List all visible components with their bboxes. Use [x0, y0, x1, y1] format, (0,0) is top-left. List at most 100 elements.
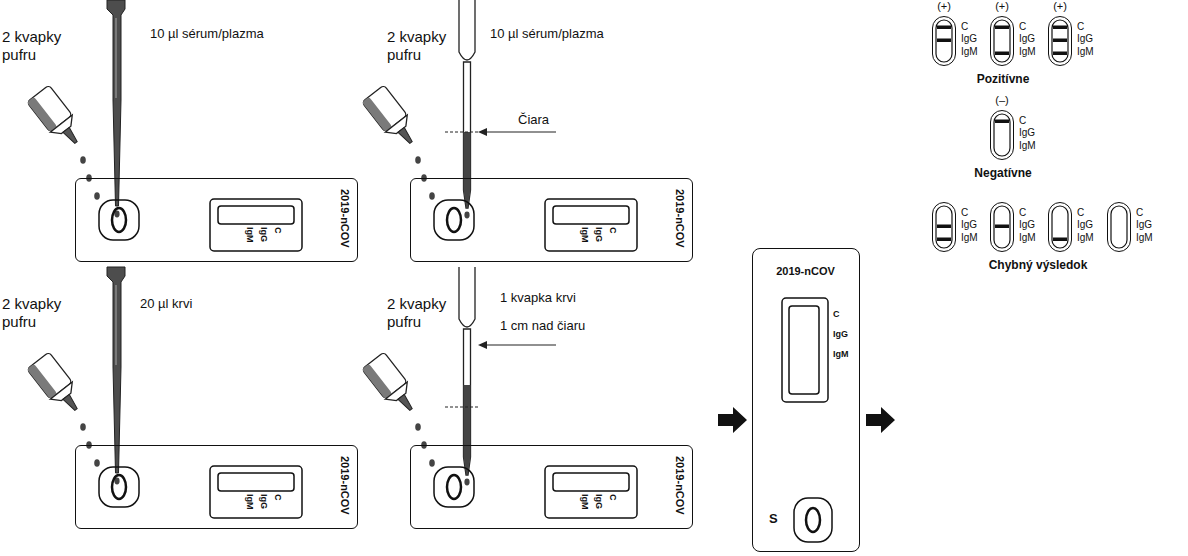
result-sign: (–): [986, 94, 1018, 107]
cassette-window: [545, 199, 637, 251]
result-strip: (+)CIgGIgM: [932, 16, 956, 66]
buffer-bottle: [27, 352, 100, 467]
line-label: C: [1077, 21, 1084, 33]
dropper: [459, 267, 475, 485]
sample-well-label: S: [769, 511, 778, 527]
line-label: IgM: [1077, 46, 1094, 58]
cassette-window: [99, 199, 302, 251]
result-sign: (+): [928, 0, 960, 13]
dropper: [459, 0, 475, 218]
micropipette: [107, 0, 125, 217]
step-note: 2 kvapky pufru: [2, 295, 74, 331]
brand-text: 2019-nCOV: [338, 456, 351, 515]
cassette-window: [99, 200, 139, 240]
line-label: C: [961, 207, 968, 219]
line-label: IgM: [1019, 46, 1036, 58]
result-sign: (+): [986, 0, 1018, 13]
result-heading: Chybný výsledok: [968, 258, 1108, 272]
strip-window: [1052, 20, 1068, 62]
strip-window: [1052, 206, 1068, 248]
line-label: C: [1136, 207, 1143, 219]
test-line: [937, 238, 951, 242]
volume-note: 1 kvapka krvi: [500, 290, 576, 306]
dropper: [484, 131, 556, 132]
strip-window: [1111, 206, 1127, 248]
dropper: [445, 132, 478, 133]
test-line: [995, 52, 1009, 56]
strip-window: [1052, 206, 1068, 248]
strip-window: [936, 20, 952, 62]
line-label: IgM: [961, 232, 978, 244]
volume-note: 10 µl sérum/plazma: [490, 26, 604, 42]
line-label: IgG: [1019, 127, 1035, 139]
test-cassette: 2019-nCOVCIgGIgM: [75, 445, 358, 529]
cassette-window: [545, 466, 637, 518]
cassette-window: [789, 306, 819, 394]
cassette-window: [434, 466, 637, 518]
dropper: [464, 132, 471, 207]
cassette-window: [218, 473, 294, 491]
result-strip: (+)CIgGIgM: [990, 16, 1014, 66]
buffer-bottle: [362, 85, 435, 200]
result-strip: CIgGIgM: [932, 202, 956, 252]
line-label: IgG: [961, 33, 977, 45]
test-line: [937, 26, 951, 30]
line-label: IgM: [1077, 232, 1094, 244]
line-label: IgG: [1077, 33, 1093, 45]
line-label: IgM: [244, 494, 255, 510]
line-label: IgG: [593, 494, 604, 509]
cassette-window: [434, 200, 474, 240]
cassette-window: [99, 467, 139, 507]
line-label: IgM: [833, 349, 849, 360]
test-line: [995, 225, 1009, 229]
strip-window: [936, 206, 952, 248]
test-line: [1053, 52, 1067, 56]
line-label: IgG: [1019, 33, 1035, 45]
flow-arrow: [866, 407, 895, 433]
strip-window: [994, 20, 1010, 62]
cassette-window: [553, 206, 629, 224]
test-line: [995, 120, 1009, 124]
strip-window: [994, 114, 1010, 156]
cassette-window: [806, 508, 820, 532]
test-cassette: 2019-nCOVCIgGIgMS: [752, 248, 860, 552]
cassette-window: [447, 475, 461, 499]
cassette-window: [782, 298, 832, 542]
step-note: 2 kvapky pufru: [2, 28, 74, 64]
mark-label: Čiara: [518, 112, 549, 128]
buffer-bottle: [362, 352, 435, 467]
strip-window: [994, 114, 1010, 156]
line-label: IgG: [961, 219, 977, 231]
brand-text: 2019-nCOV: [673, 456, 686, 515]
line-label: C: [1019, 21, 1026, 33]
test-cassette: 2019-nCOVCIgGIgM: [410, 178, 693, 262]
line-label: C: [1019, 115, 1026, 127]
test-cassette: 2019-nCOVCIgGIgM: [75, 178, 358, 262]
test-line: [937, 39, 951, 43]
line-label: IgM: [1136, 232, 1153, 244]
line-label: IgG: [258, 227, 269, 242]
line-label: C: [961, 21, 968, 33]
volume-note: 10 µl sérum/plazma: [150, 26, 264, 42]
strip-window: [936, 20, 952, 62]
cassette-window: [434, 467, 474, 507]
flow-arrow: [866, 407, 895, 433]
line-label: IgM: [579, 494, 590, 510]
test-line: [1053, 39, 1067, 43]
line-label: C: [272, 494, 283, 501]
strip-window: [994, 206, 1010, 248]
result-heading: Negatívne: [948, 166, 1058, 180]
micropipette: [107, 267, 125, 484]
buffer-bottle: [27, 85, 100, 200]
dropper: [464, 385, 471, 474]
strip-window: [994, 206, 1010, 248]
cassette-window: [447, 208, 461, 232]
cassette-window: [210, 199, 302, 251]
brand-text: 2019-nCOV: [753, 265, 858, 278]
volume-note: 20 µl krvi: [140, 296, 192, 312]
flow-arrow: [718, 407, 747, 433]
result-strip: CIgGIgM: [1048, 202, 1072, 252]
micropipette: [107, 267, 125, 484]
strip-window: [1111, 206, 1127, 248]
